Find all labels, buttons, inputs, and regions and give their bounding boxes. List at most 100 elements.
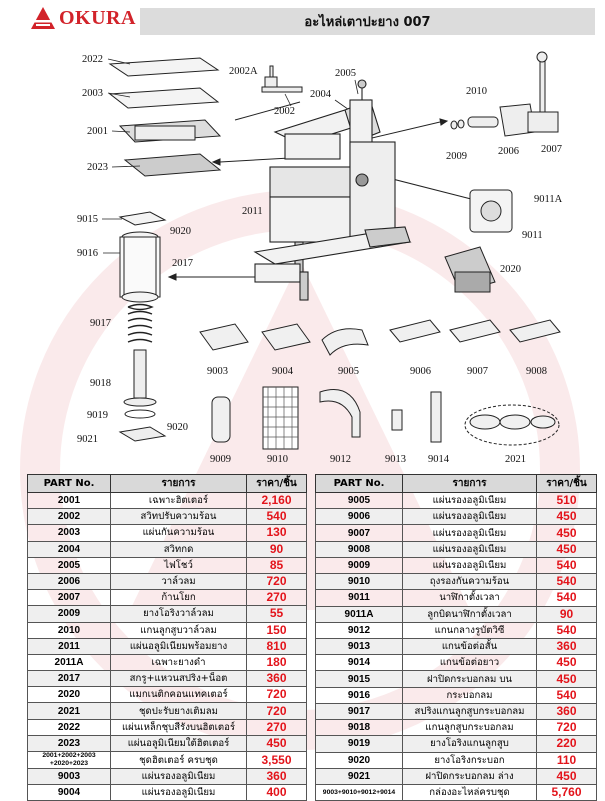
item-price: 540	[246, 508, 307, 526]
item-name: ยางโอริงวาล์วลม	[110, 605, 247, 623]
label-2005: 2005	[335, 68, 356, 79]
item-name: ยางโอริงแกนลูกสูบ	[402, 735, 537, 753]
label-2004: 2004	[310, 89, 332, 100]
brand-name: OKURA	[59, 6, 136, 29]
part-9011-timer	[469, 189, 513, 233]
label-9011: 9011	[522, 230, 543, 241]
part-2020-contactor	[444, 246, 496, 293]
part-number: 9020	[315, 751, 403, 769]
machine-body	[253, 79, 412, 301]
label-9009: 9009	[210, 454, 231, 465]
item-name: สกรู+แหวนสปริง+น็อต	[110, 670, 247, 688]
title-bar: อะไหล่เตาปะยาง 007	[140, 8, 595, 35]
part-number: 9012	[315, 621, 403, 639]
label-9016: 9016	[77, 248, 98, 259]
label-2010: 2010	[466, 86, 487, 97]
label-9017: 9017	[90, 318, 111, 329]
part-number: 9004	[27, 784, 111, 801]
item-price: 540	[536, 621, 597, 639]
item-name: สปริงแกนลูกสูบกระบอกลม	[402, 702, 537, 721]
label-9015: 9015	[77, 214, 98, 225]
label-9005: 9005	[338, 366, 359, 377]
item-price: 2,160	[246, 491, 307, 510]
part-number: 9010	[315, 573, 403, 591]
item-price: 220	[536, 735, 597, 753]
label-2003: 2003	[82, 88, 103, 99]
item-price: 810	[246, 637, 307, 655]
item-name: แผ่นเหล็กชุบสีรังบนฮิตเตอร์	[110, 718, 247, 736]
item-price: 400	[246, 784, 307, 801]
item-price: 5,760	[536, 783, 597, 801]
parts-exploded-diagram: 2022 2003 2001 2023 2002A 2002 2005 2004…	[77, 51, 563, 465]
item-price: 450	[536, 540, 597, 558]
item-name: แผ่นรองอลูมิเนียม	[402, 524, 537, 542]
item-price: 55	[246, 605, 307, 623]
label-9020-bottom: 9020	[167, 422, 188, 433]
label-9011A: 9011A	[534, 194, 563, 205]
col-price: ราคา/ชิ้น	[246, 474, 307, 493]
item-price: 90	[246, 540, 307, 558]
part-number: 9006	[315, 508, 403, 526]
part-number: 2004	[27, 540, 111, 558]
part-number: 2023	[27, 734, 111, 753]
item-name: แผ่นรองอลูมิเนียม	[402, 491, 537, 510]
label-2001: 2001	[87, 126, 108, 137]
label-2002: 2002	[274, 106, 295, 117]
item-name: แผ่นกันความร้อน	[110, 524, 247, 542]
item-price: 720	[246, 572, 307, 591]
label-2007: 2007	[541, 144, 562, 155]
part-9017-spring	[127, 303, 154, 343]
col-item: รายการ	[110, 474, 247, 493]
item-name: แกนลูกสูบวาล์วลม	[110, 621, 247, 639]
col-part-no: PART No.	[27, 474, 111, 493]
item-price: 360	[536, 637, 597, 656]
label-9007: 9007	[467, 366, 488, 377]
label-2021: 2021	[505, 454, 526, 465]
item-name: แผ่นรองอลูมิเนียม	[110, 784, 247, 801]
item-name: ชุดปะรับยางเติมลม	[110, 702, 247, 720]
item-name: ยางโอริงกระบอก	[402, 751, 537, 769]
page-title: อะไหล่เตาปะยาง 007	[304, 15, 431, 30]
label-9014: 9014	[428, 454, 450, 465]
item-name: กระบอกลม	[402, 686, 537, 704]
label-9013: 9013	[385, 454, 406, 465]
item-price: 510	[536, 491, 597, 510]
item-price: 270	[246, 589, 307, 607]
item-price: 270	[246, 718, 307, 736]
item-price: 540	[536, 686, 597, 704]
header: OKURA อะไหล่เตาปะยาง 007	[0, 0, 605, 42]
part-number: 9017	[315, 702, 403, 721]
item-price: 450	[246, 734, 307, 753]
col-part-no: PART No.	[315, 474, 403, 493]
item-name: ฝาปิดกระบอกลม บน	[402, 670, 537, 688]
part-number: 2007	[27, 589, 111, 607]
item-price: 360	[246, 670, 307, 688]
item-name: นาฬิกาตั้งเวลา	[402, 589, 537, 607]
item-price: 720	[246, 702, 307, 720]
item-name: แกนข้อต่อยาว	[402, 654, 537, 672]
item-name: ฝาปิดกระบอกลม ล่าง	[402, 767, 537, 785]
item-name: แกนลูกสูบกระบอกลม	[402, 719, 537, 737]
part-number: 2017	[27, 670, 111, 688]
part-number: 9005	[315, 491, 403, 510]
